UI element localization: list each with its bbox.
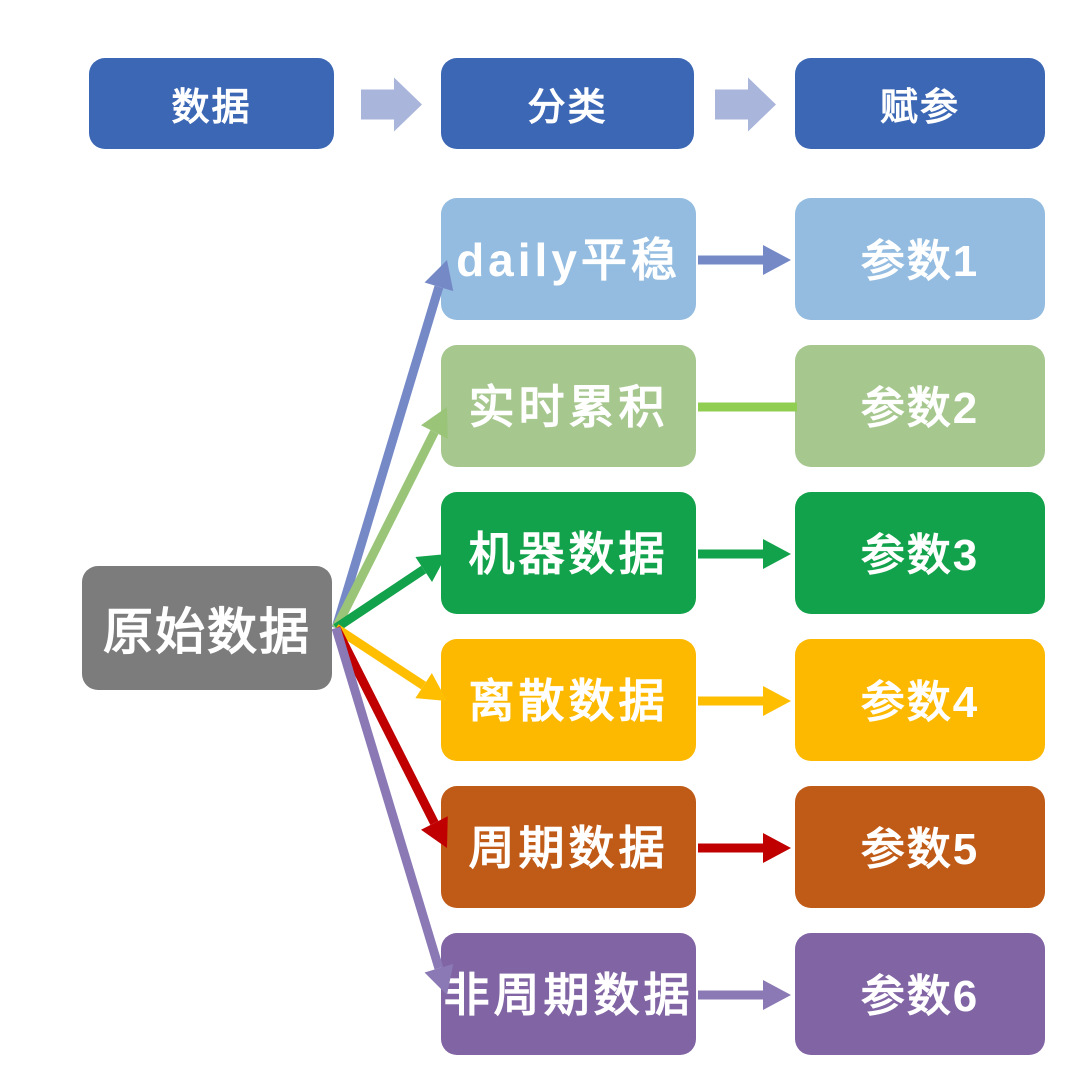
fan-arrow-5-shaft <box>331 626 444 970</box>
param-box-5: 参数5 <box>795 786 1045 908</box>
header-label-data: 数据 <box>171 87 252 129</box>
category-box-realtime-cumulative: 实时累积 <box>441 345 696 467</box>
param-box-2: 参数2 <box>795 345 1045 467</box>
connector-arrow-4-head <box>763 833 791 863</box>
fan-arrow-0-shaft <box>331 285 444 630</box>
connector-arrow-2-head <box>763 539 791 569</box>
connector-arrow-0-head <box>763 245 791 275</box>
connector-arrow-5-head <box>763 980 791 1010</box>
header-flow-arrow-1-icon <box>715 77 776 132</box>
category-box-daily-stable: daily平稳 <box>441 198 696 320</box>
fan-arrow-1-shaft <box>331 430 439 631</box>
param-box-3: 参数3 <box>795 492 1045 614</box>
param-box-1: 参数1 <box>795 198 1045 320</box>
category-label: 非周期数据 <box>443 969 694 1021</box>
category-box-aperiodic-data: 非周期数据 <box>441 933 696 1055</box>
category-box-discrete-data: 离散数据 <box>441 639 696 761</box>
header-label-classify: 分类 <box>527 87 608 129</box>
header-flow-arrow-0-icon <box>361 77 422 132</box>
category-label: daily平稳 <box>456 234 681 286</box>
param-label: 参数6 <box>860 972 980 1021</box>
header-box-assign-params: 赋参 <box>795 58 1045 149</box>
category-label: 离散数据 <box>468 675 669 727</box>
param-box-4: 参数4 <box>795 639 1045 761</box>
fan-arrow-3-shaft <box>333 624 427 690</box>
header-box-data: 数据 <box>89 58 334 149</box>
connector-arrow-3-head <box>763 686 791 716</box>
header-box-classify: 分类 <box>441 58 694 149</box>
header-label-assign-params: 赋参 <box>879 87 960 129</box>
fan-arrow-4-shaft <box>331 625 439 826</box>
category-box-machine-data: 机器数据 <box>441 492 696 614</box>
category-label: 实时累积 <box>468 381 669 433</box>
fan-arrow-2-shaft <box>333 565 427 632</box>
category-label: 周期数据 <box>468 822 669 874</box>
category-label: 机器数据 <box>468 528 669 580</box>
param-label: 参数5 <box>860 825 980 874</box>
param-label: 参数2 <box>860 384 980 433</box>
param-label: 参数3 <box>860 531 980 580</box>
param-label: 参数1 <box>860 237 980 286</box>
category-box-periodic-data: 周期数据 <box>441 786 696 908</box>
param-box-6: 参数6 <box>795 933 1045 1055</box>
source-box-raw-data: 原始数据 <box>82 566 332 690</box>
param-label: 参数4 <box>860 678 980 727</box>
source-label: 原始数据 <box>103 604 311 660</box>
